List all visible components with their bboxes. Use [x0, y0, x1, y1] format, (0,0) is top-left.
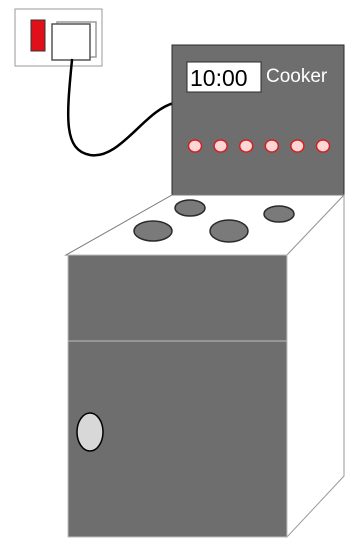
socket-switch-front: [52, 24, 90, 60]
clock-time: 10:00: [190, 65, 248, 91]
indicator-light: [291, 140, 304, 152]
cooker-side: [287, 195, 344, 537]
indicator-light: [265, 140, 278, 152]
power-cable: [68, 60, 174, 155]
indicator-light: [189, 140, 202, 152]
wall-socket: [15, 9, 102, 66]
burner-back-right: [264, 206, 294, 222]
door-handle: [77, 413, 103, 451]
socket-switch-red: [31, 20, 45, 51]
indicator-light: [317, 140, 330, 152]
indicator-light: [240, 140, 253, 152]
cooker-label: Cooker: [266, 66, 328, 87]
burner-back-left: [175, 200, 205, 216]
burner-front-left: [134, 221, 172, 241]
burner-front-right: [210, 220, 248, 242]
indicator-light: [214, 140, 227, 152]
upper-drawer: [68, 255, 287, 341]
